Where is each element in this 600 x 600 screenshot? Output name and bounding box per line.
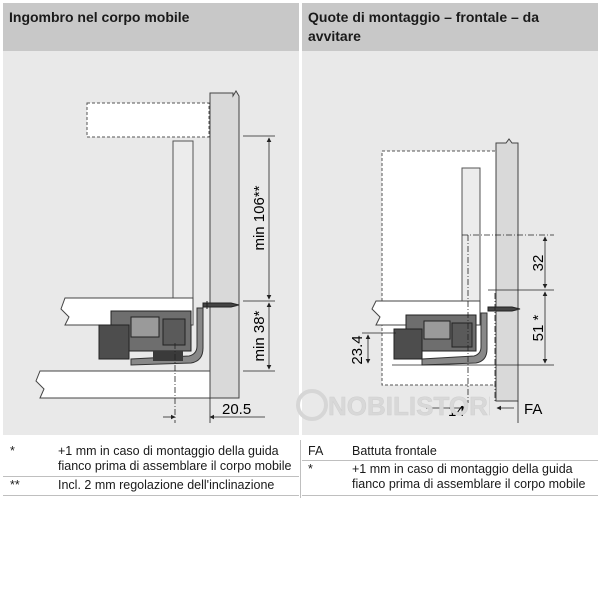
left-diagram: min 106** min 38* 20.5 xyxy=(35,90,275,423)
dim-20-5: 20.5 xyxy=(222,401,251,418)
dim-min-106: min 106** xyxy=(251,185,268,250)
runner-mechanism xyxy=(393,306,521,366)
footnote-mark: ** xyxy=(10,478,20,492)
footnote-left-1: * +1 mm in caso di montaggio della guida… xyxy=(10,444,298,474)
cabinet-side-panel xyxy=(209,90,240,399)
cabinet-side-panel xyxy=(495,138,519,402)
footnote-text-line: +1 mm in caso di montaggio della guida xyxy=(58,444,279,458)
footnote-text-line: fianco prima di assemblare il corpo mobi… xyxy=(58,459,292,473)
footnote-mark: FA xyxy=(308,444,324,458)
footnote-right-1: FA Battuta frontale xyxy=(308,444,596,460)
drawer-side xyxy=(461,167,481,304)
dim-fa: FA xyxy=(524,401,542,418)
drawer-side xyxy=(172,140,194,302)
footnote-mark: * xyxy=(308,462,313,476)
dim-14: 14 xyxy=(448,403,465,420)
right-diagram: 32 51 * 23.4 14 FA xyxy=(349,138,554,423)
dim-32: 32 xyxy=(530,255,547,272)
screw-icon xyxy=(487,306,521,312)
footnote-text-line: fianco prima di assemblare il corpo mobi… xyxy=(352,477,586,491)
left-panel-title: Ingombro nel corpo mobile xyxy=(3,3,299,51)
footnote-text-line: Battuta frontale xyxy=(352,444,437,458)
dashed-top-board xyxy=(86,102,210,138)
runner-mechanism xyxy=(98,301,240,366)
footnote-text-line: +1 mm in caso di montaggio della guida xyxy=(352,462,573,476)
right-panel: Quote di montaggio – frontale – da avvit… xyxy=(302,3,598,435)
footnote-text-line: Incl. 2 mm regolazione dell'inclinazione xyxy=(58,478,275,492)
left-panel: Ingombro nel corpo mobile xyxy=(3,3,299,435)
footnote-separator xyxy=(3,495,299,496)
footnote-left-2: ** Incl. 2 mm regolazione dell'inclinazi… xyxy=(10,478,298,494)
dim-51: 51 * xyxy=(530,314,547,341)
footnote-divider xyxy=(300,440,301,498)
dim-min-38: min 38* xyxy=(251,310,268,361)
footnote-mark: * xyxy=(10,444,15,458)
cabinet-bottom-board xyxy=(35,370,211,399)
footnote-separator xyxy=(3,476,299,477)
footnote-separator xyxy=(302,495,598,496)
screw-icon xyxy=(202,302,240,308)
dim-23-4: 23.4 xyxy=(349,335,366,364)
footnote-right-2: * +1 mm in caso di montaggio della guida… xyxy=(308,462,596,492)
right-panel-title: Quote di montaggio – frontale – da avvit… xyxy=(302,3,598,51)
footnote-separator xyxy=(302,460,598,461)
